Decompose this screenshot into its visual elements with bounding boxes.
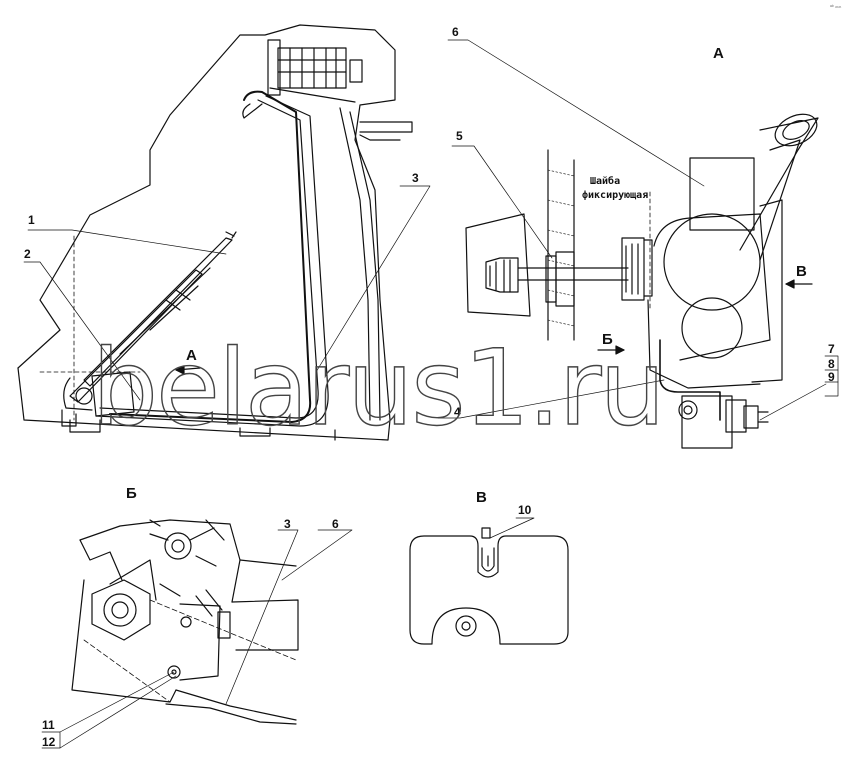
view-a-motor <box>647 157 783 389</box>
arrow-label-b: Б <box>602 331 613 348</box>
callout-1: 1 <box>28 213 35 227</box>
wiper-motor-housing <box>61 371 135 427</box>
arrow-b-pointer <box>597 345 625 355</box>
cab-roof-bracket <box>359 121 413 141</box>
wiper-blade-1 <box>83 231 237 387</box>
callout-8: 8 <box>828 357 835 371</box>
callout-2: 2 <box>24 247 31 261</box>
arrow-v-pointer <box>785 279 813 289</box>
callout-b-6: 6 <box>332 517 339 531</box>
callout-3: 3 <box>412 171 419 185</box>
callout-6: 6 <box>452 25 459 39</box>
view-a-bracket <box>678 395 769 449</box>
note-line-1: Шайба <box>590 175 620 187</box>
view-label-v: В <box>476 489 487 506</box>
windshield-frame <box>95 95 381 427</box>
view-b-dash <box>83 599 297 703</box>
note-line-2: фиксирующая <box>582 189 648 201</box>
wiper-hose-3 <box>109 90 312 423</box>
wiper-arm-2 <box>69 269 203 403</box>
view-a-hose-4 <box>659 339 721 421</box>
callout-4: 4 <box>454 405 461 419</box>
view-b-body <box>71 519 299 725</box>
view-a-bolt-assembly <box>485 237 653 307</box>
callout-5: 5 <box>456 129 463 143</box>
view-b-nut <box>91 559 157 641</box>
view-v-plate <box>409 527 569 645</box>
arrow-label-v: В <box>796 263 807 280</box>
view-label-a: А <box>713 45 724 62</box>
callout-10: 10 <box>518 503 532 517</box>
corner-mark: ᵃᵇ ₘₘ <box>830 4 841 10</box>
watermark: belarus1.ru <box>92 327 663 449</box>
view-b-small-parts <box>159 583 223 679</box>
leader-lines <box>23 39 839 749</box>
cab-roof-vent <box>267 39 363 103</box>
view-a-panel <box>465 149 575 341</box>
callout-9: 9 <box>828 370 835 384</box>
arrow-label-a: А <box>186 347 197 364</box>
callout-b-3: 3 <box>284 517 291 531</box>
view-label-b: Б <box>126 485 137 502</box>
cab-dash-lines <box>39 235 141 421</box>
callout-7: 7 <box>828 342 835 356</box>
view-a-tube <box>739 113 819 261</box>
arrow-a-pointer <box>175 365 201 375</box>
callout-12: 12 <box>42 735 56 749</box>
view-b-pivot <box>149 519 225 567</box>
callout-11: 11 <box>42 718 55 732</box>
